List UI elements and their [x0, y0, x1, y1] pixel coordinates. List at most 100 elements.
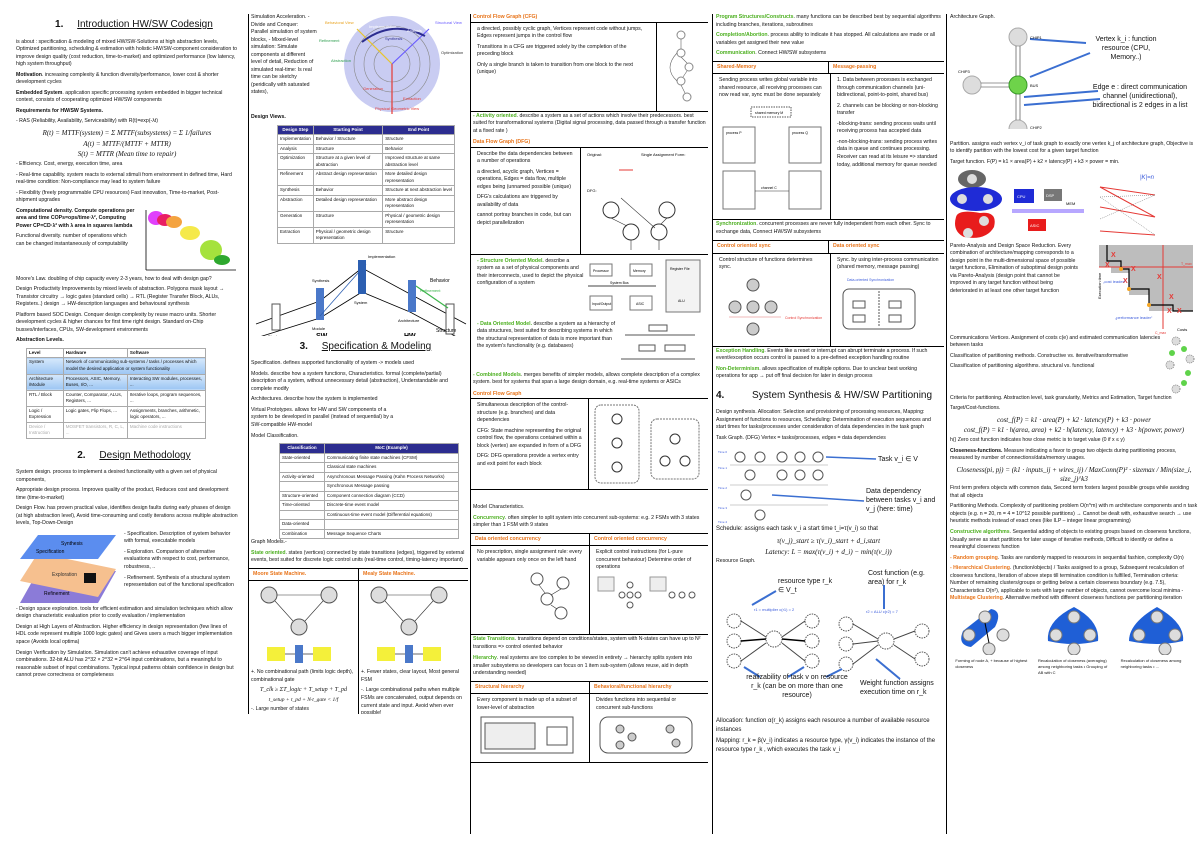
svg-text:Structure: Structure — [436, 328, 457, 334]
svg-text:X: X — [1111, 252, 1116, 259]
svg-text:System: System — [354, 300, 368, 305]
schedule-formula: τ(v_j)_start ≥ τ(v_i)_start + d_i,start — [776, 536, 881, 545]
vertex-callout: Vertex k_i : function resource (CPU, Mem… — [1095, 35, 1157, 61]
clustering-figures: Forming of node A, + because of highest … — [950, 606, 1198, 676]
partitioning-criteria: Criteria for partitioning. Abstraction l… — [950, 394, 1172, 401]
pareto-analysis: Pareto-Analysis and Design Space Reducti… — [950, 242, 1079, 294]
cluster-step-1-diagram — [961, 608, 1010, 656]
control-concurrency-diagram — [597, 576, 696, 609]
svg-text:ALU: ALU — [678, 299, 685, 303]
partition-mapping-diagram: CPU DSP MEM ASIC |K|=n — [950, 170, 1156, 239]
svg-text:Register File: Register File — [670, 267, 690, 271]
cost-function-callout: Cost function (e.g. area) for r_k — [868, 569, 925, 587]
sw-hw-design-flow-diagram: Synthesis Implementation Behavior Refine… — [255, 254, 466, 336]
svg-text:Refinement: Refinement — [44, 591, 70, 597]
schedule-text: Schedule: assigns each task v_i a start … — [716, 526, 878, 533]
activity-oriented: - Activity oriented. describe a system a… — [473, 112, 706, 134]
svg-text:Input/Output: Input/Output — [592, 302, 611, 306]
refinement-step: - Refinement. Synthesis of a structural … — [124, 574, 234, 589]
svg-text:X: X — [1105, 262, 1110, 269]
comm-vertices-diagram — [1165, 336, 1195, 394]
svg-text:MEM: MEM — [1066, 201, 1075, 206]
svg-text:Time 2: Time 2 — [718, 486, 727, 490]
svg-text:Module: Module — [312, 326, 326, 331]
behavioral-hierarchy-diagram — [599, 716, 693, 754]
dfg-block: Describe the data dependencies between a… — [471, 146, 708, 255]
svg-text:CHIP2: CHIP2 — [1030, 125, 1043, 129]
svg-text:DFG:: DFG: — [587, 188, 597, 193]
cluster-step-1: Forming of node A, + because of highest … — [955, 607, 1027, 676]
design-flow-block: Synthesis Specification Exploration Refi… — [16, 531, 238, 606]
weight-function-callout: Weight function assigns execution time o… — [860, 679, 934, 697]
section-1-heading: 1.Introduction HW/SW Codesign — [55, 19, 213, 30]
svg-text:Costs: Costs — [1177, 327, 1187, 332]
cluster-step-3-diagram — [1128, 606, 1183, 656]
mapping-text: Mapping: r_k = β(v_i) indicates a resour… — [716, 738, 936, 754]
cdfg-heading: Control Flow Graph — [473, 390, 522, 397]
svg-text:Block: Block — [268, 334, 278, 336]
architecture-graph-figure: CHIP1 CHIP3 BUS CHIP2 Vertex k_i : funct… — [950, 25, 1198, 139]
density-block: Computational density. Compute operation… — [16, 208, 238, 276]
svg-text:Optimization: Optimization — [441, 50, 463, 55]
svg-text:X: X — [1123, 278, 1128, 285]
svg-text:Behavior: Behavior — [430, 278, 450, 284]
svg-text:Extraction: Extraction — [403, 96, 421, 101]
formula-serviceability: S(t) = MTTR (Mean time to repair) — [77, 150, 177, 159]
svg-text:CPU: CPU — [1017, 194, 1026, 199]
svg-text:Data-oriented Synchronization: Data-oriented Synchronization — [847, 278, 894, 282]
partition-text: Partition. assigns each vertex v_i of ta… — [950, 140, 1194, 155]
random-grouping: - Random grouping. Tasks are randomly ma… — [950, 554, 1184, 561]
design-planes-diagram: Synthesis Specification Exploration Refi… — [20, 534, 116, 603]
design-synthesis: Design synthesis. Allocation: Selection … — [716, 409, 931, 431]
svg-text:BUS: BUS — [1030, 83, 1039, 88]
constructive-algorithms: Constructive algorithms. Sequential addi… — [950, 528, 1191, 551]
resource-graph-figure: r1 = multiplier c(r1) = 2 r2 = ALU c(r2)… — [716, 569, 941, 699]
svg-text:r1 = multiplier c(r1) = 2: r1 = multiplier c(r1) = 2 — [754, 607, 795, 612]
appropriate-design-process: Appropriate design process. Improves qua… — [16, 487, 229, 501]
task-graph: Task Graph. (DFG) Vertex = tasks/process… — [716, 434, 886, 441]
svg-text:Specification: Specification — [36, 549, 65, 555]
svg-text:Implementation: Implementation — [369, 24, 396, 29]
svg-text:CHIP3: CHIP3 — [958, 69, 971, 74]
communication: Communication. Connect HW/SW subsystems — [716, 50, 827, 57]
svg-text:Physical Geometric View: Physical Geometric View — [375, 106, 419, 111]
svg-text:X: X — [1131, 266, 1136, 273]
svg-text:ASIC: ASIC — [636, 302, 645, 306]
completion-abortion: Completion/Abortion. process ability to … — [716, 32, 936, 46]
combined-models: - Combined Models. merges benefits of si… — [473, 371, 700, 386]
exception-handling: Exception Handling. Events like a reset … — [716, 347, 928, 362]
design-space-exploration: - Design space exploration. tools for ef… — [16, 605, 233, 620]
target-function: Target function. F(P) = k1 × area(P) + k… — [950, 158, 1120, 165]
simulation-acceleration: Simulation Acceleration. - Divide and Co… — [251, 14, 317, 96]
partitioning-methods: Partitioning Methods. Complexity of part… — [950, 503, 1198, 525]
column-4: Program Structures/Constructs. many func… — [712, 14, 944, 834]
svg-text:ASIC: ASIC — [1030, 223, 1039, 228]
cfg-block: a directed, possibly cyclic graph, Verti… — [471, 21, 708, 112]
design-flow: Design Flow. has proven practical value,… — [16, 505, 238, 527]
svg-text:X: X — [1177, 308, 1182, 315]
architecture-graph-heading: Architecture Graph. — [950, 14, 995, 20]
svg-text:„cost leader“: „cost leader“ — [1103, 279, 1126, 284]
target-cost-heading: Target/Cost-functions. — [950, 405, 1001, 412]
structure-diagram: Processor Memory System Bus Input/Output… — [587, 259, 701, 313]
svg-text:CHIP1: CHIP1 — [1030, 35, 1043, 40]
high-layers: Design at High Layers of Abstraction. Hi… — [16, 623, 233, 645]
structure-oriented-block: - Structure Oriented Model. describe a s… — [471, 255, 708, 321]
svg-text:X: X — [1167, 308, 1172, 315]
dfg-heading: Data Flow Graph (DFG) — [473, 139, 531, 146]
realtime-text: - Real-time capability. system reacts to… — [16, 171, 232, 186]
svg-text:process Q: process Q — [792, 131, 808, 135]
efficiency-text: - Efficiency. Cost, energy, execution ti… — [16, 161, 123, 168]
flexibility-text: - Flexibility (freely programmable CPU r… — [16, 189, 219, 204]
cluster-step-3: Recalculation of closeness among neighbo… — [1121, 606, 1193, 676]
partitioning-classification: Classification of partitioning methods. … — [950, 352, 1129, 359]
svg-text:Generation: Generation — [363, 86, 383, 91]
svg-text:process P: process P — [726, 131, 742, 135]
hierarchy: Hierarchy. real systems are too complex … — [473, 655, 693, 677]
section-4-heading: 4.System Synthesis & HW/SW Partitioning — [716, 389, 933, 401]
cfg-heading: Control Flow Graph (CFG) — [473, 14, 538, 20]
